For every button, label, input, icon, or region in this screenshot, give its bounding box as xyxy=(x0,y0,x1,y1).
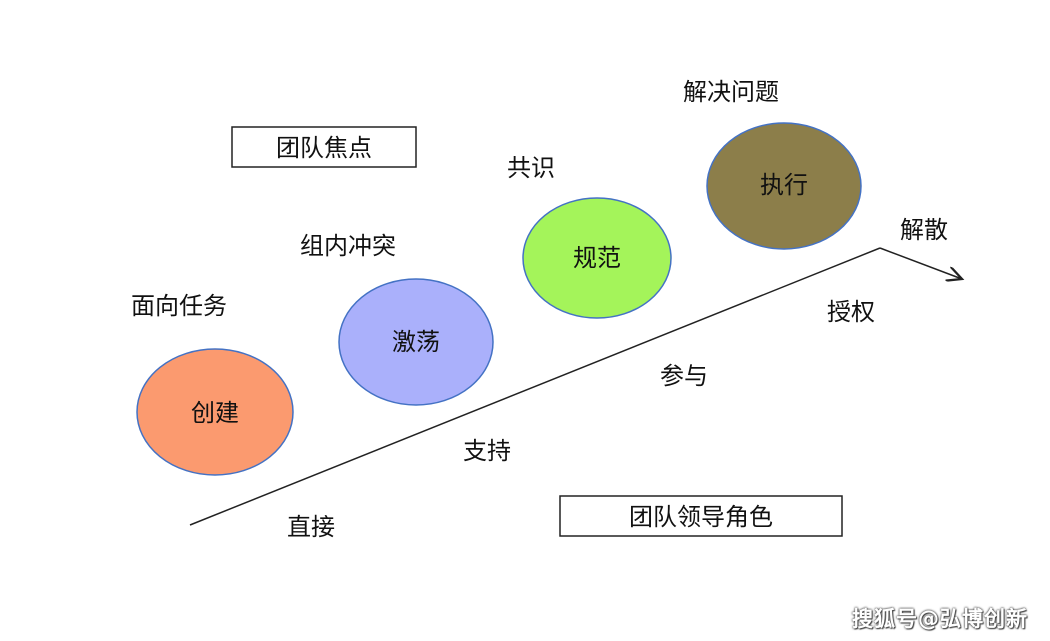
stage-circle-storming xyxy=(338,278,494,406)
disband-arrow xyxy=(879,247,962,279)
leadership-style-2: 支持 xyxy=(463,437,511,465)
stage-circle-forming xyxy=(136,348,294,476)
stage-name-performing: 执行 xyxy=(760,171,808,199)
stage-focus-label-3: 共识 xyxy=(507,154,555,182)
stage-focus-label-2: 组内冲突 xyxy=(300,232,396,260)
disband-label: 解散 xyxy=(900,216,948,244)
stage-name-storming: 激荡 xyxy=(392,328,440,356)
leadership-style-4: 授权 xyxy=(827,298,875,326)
stage-name-norming: 规范 xyxy=(573,244,621,272)
team-focus-label: 团队焦点 xyxy=(276,134,372,162)
stage-focus-label-4: 解决问题 xyxy=(683,78,779,106)
progress-line xyxy=(189,247,881,526)
leadership-style-1: 直接 xyxy=(287,513,335,541)
stage-circle-performing xyxy=(706,122,862,250)
watermark: 搜狐号@弘博创新 xyxy=(852,607,1028,631)
leadership-style-3: 参与 xyxy=(660,362,708,390)
stage-name-forming: 创建 xyxy=(191,399,239,427)
team-leader-role-label: 团队领导角色 xyxy=(629,503,773,531)
team-focus-box xyxy=(231,126,417,168)
team-leader-role-box xyxy=(559,495,843,537)
stage-focus-label-1: 面向任务 xyxy=(131,292,227,320)
stage-circle-norming xyxy=(522,197,672,319)
